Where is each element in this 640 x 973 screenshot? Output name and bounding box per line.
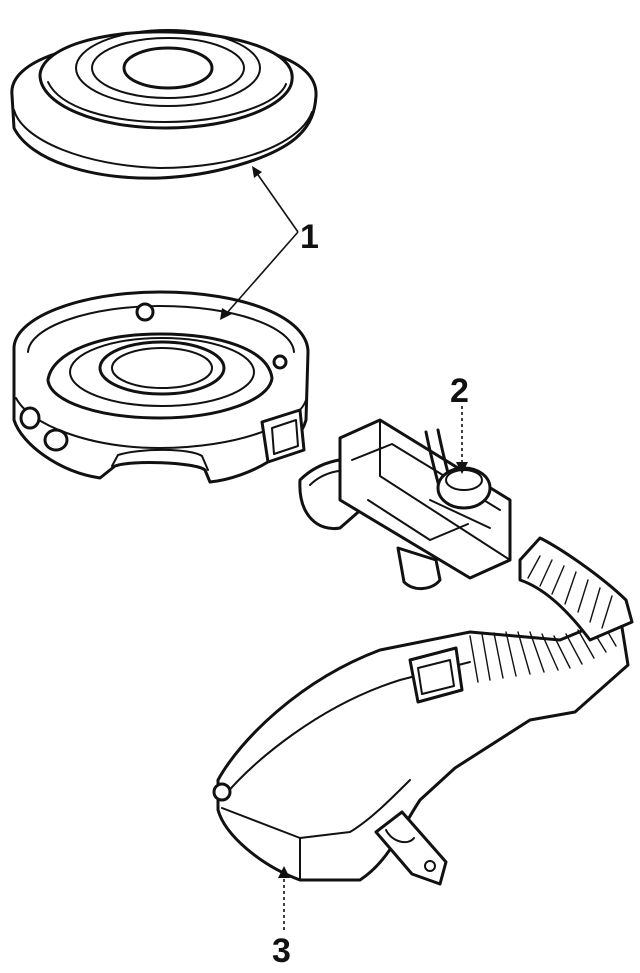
air-cleaner-cover[interactable] <box>10 29 318 180</box>
callout-3-label: 3 <box>272 932 291 970</box>
air-intake-duct[interactable] <box>212 536 634 886</box>
callout-2-label: 2 <box>450 372 469 410</box>
air-cleaner-housing[interactable] <box>12 290 310 484</box>
leader-lines <box>220 166 468 930</box>
thermac-sensor-valve[interactable] <box>298 418 512 590</box>
callout-1-label: 1 <box>300 218 319 256</box>
